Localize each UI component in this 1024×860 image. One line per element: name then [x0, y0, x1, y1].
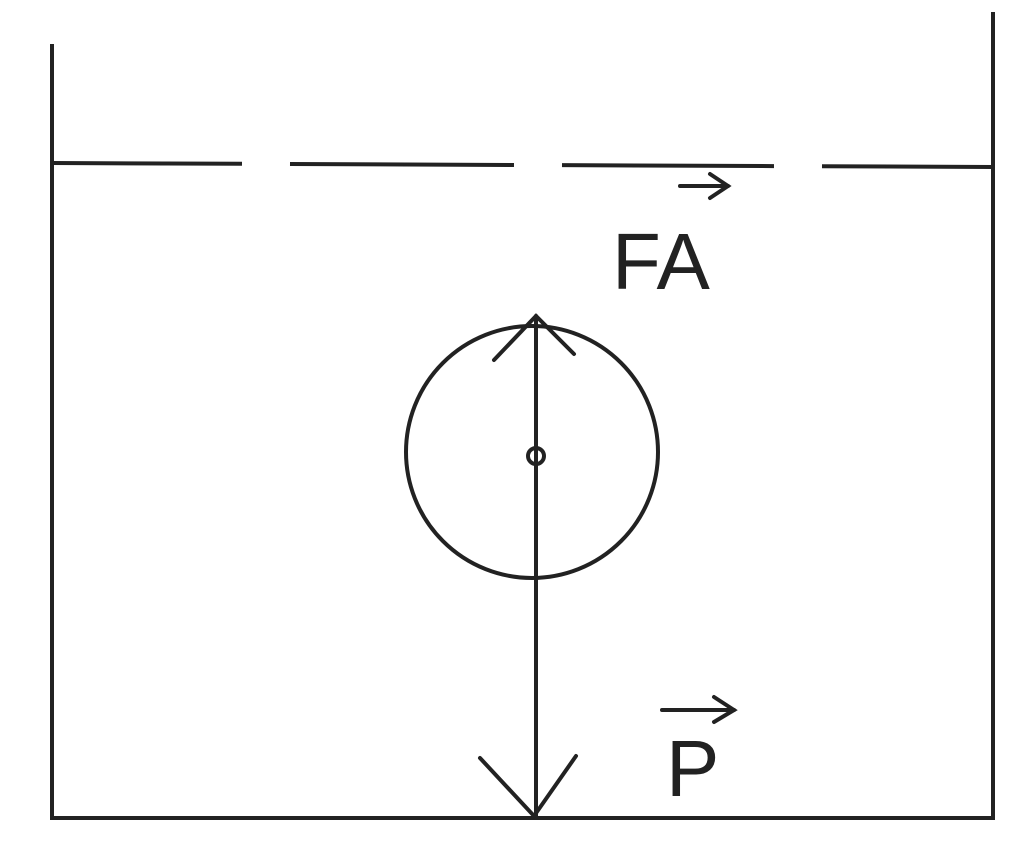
- liquid-surface-dashed-line: [51, 161, 994, 169]
- weight-arrowhead: [478, 754, 578, 820]
- weight-label-group: P: [660, 695, 738, 813]
- ball: [404, 324, 660, 580]
- vector-arrow-icon: [660, 695, 738, 724]
- weight-label: P: [666, 724, 719, 813]
- buoyant-force-label-group: FA: [612, 172, 732, 306]
- weight-vector: [478, 454, 578, 820]
- buoyant-force-arrowhead: [492, 313, 576, 362]
- container: [50, 12, 995, 820]
- vector-arrow-icon: [678, 172, 732, 200]
- buoyant-force-vector: [492, 313, 576, 458]
- buoyant-force-label: FA: [612, 217, 710, 306]
